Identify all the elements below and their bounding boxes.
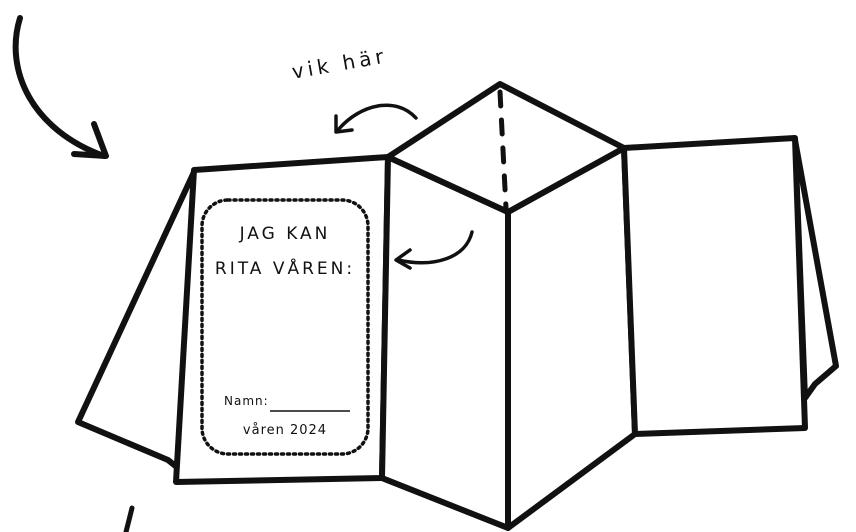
panel-3 xyxy=(505,145,638,531)
season-label: våren 2024 xyxy=(242,423,328,438)
right-panel xyxy=(621,135,808,437)
dashed-fold-line xyxy=(497,89,509,211)
fold-arrow-icon xyxy=(394,230,474,270)
cover-heading-line2: RITA VÅREN: xyxy=(214,259,356,279)
cover-heading-line1: JAG KAN xyxy=(239,224,331,244)
dotted-frame xyxy=(200,198,370,456)
name-label: Namn: xyxy=(224,394,269,408)
top-fold-diamond xyxy=(385,81,627,215)
panel-2 xyxy=(379,154,511,531)
fold-arrow-icon xyxy=(334,103,418,134)
curved-arrow-icon xyxy=(12,15,109,159)
pen-stroke xyxy=(123,505,135,532)
